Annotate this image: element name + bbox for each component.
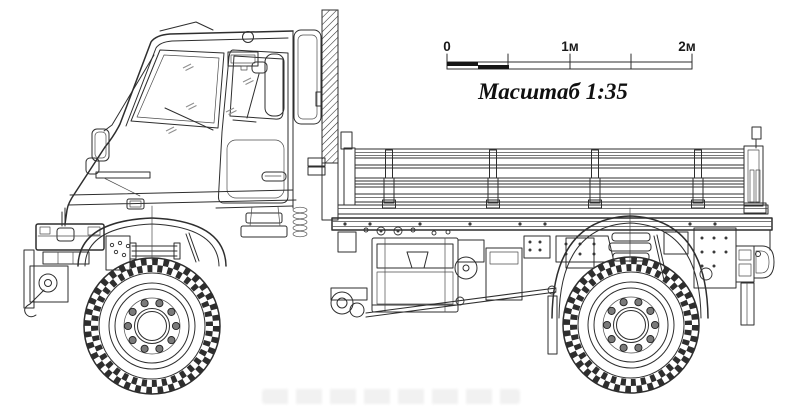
roof-antenna <box>242 31 254 43</box>
mud-flap <box>740 282 755 326</box>
interior-console <box>227 51 259 67</box>
winch-drum <box>38 273 58 293</box>
bottom-rail <box>354 193 745 203</box>
mirror-assembly <box>85 54 155 197</box>
air-reservoir <box>485 247 523 301</box>
door-rear-pane <box>264 53 285 117</box>
axle-bracket <box>105 235 131 271</box>
front-plate <box>23 249 35 309</box>
driveshaft <box>365 287 557 318</box>
cab-step-lower <box>240 225 288 238</box>
tow-coupling <box>753 245 775 279</box>
main-mirror <box>91 128 110 162</box>
rear-wheel <box>563 257 699 393</box>
rear-spring <box>611 232 651 242</box>
scale-bar: 0 1м 2м <box>443 39 696 70</box>
interior-brace <box>164 107 214 131</box>
rear-shock <box>653 234 668 281</box>
quarter-window <box>130 49 225 129</box>
rear-hitch <box>693 227 775 326</box>
scale-tick-label-1m: 1м <box>561 39 579 54</box>
scale-tick-label-2m: 2м <box>678 39 696 54</box>
winch-box <box>29 265 69 303</box>
tow-hook <box>24 289 45 318</box>
front-end <box>23 198 227 318</box>
cab-door <box>217 49 289 204</box>
front-wheel <box>84 258 220 394</box>
air-intake <box>293 29 322 125</box>
hood-vent <box>126 198 145 210</box>
cab-step-upper <box>245 212 283 224</box>
door-handle <box>261 171 287 182</box>
rear-marker <box>751 126 762 140</box>
seat-headrest <box>251 61 268 74</box>
cab <box>64 21 297 225</box>
headlight <box>56 227 75 242</box>
stake-posts <box>382 149 705 209</box>
pto-pulley <box>454 256 478 280</box>
seat-back <box>246 73 260 119</box>
bumper-step <box>42 251 90 265</box>
front-bumper <box>35 223 105 251</box>
sun-visor <box>159 21 214 32</box>
side-slats <box>354 177 745 188</box>
top-rail <box>354 148 745 159</box>
bed-floor <box>337 204 769 215</box>
rear-post <box>743 145 764 207</box>
door-lower-panel <box>226 139 285 199</box>
mirror-bracket <box>95 171 151 179</box>
headboard-stub <box>340 131 353 150</box>
wide-angle-mirror <box>85 157 100 175</box>
watermark <box>262 389 520 404</box>
scale-caption: Масштаб 1:35 <box>477 79 628 104</box>
door-window <box>229 55 284 120</box>
chassis <box>330 215 773 355</box>
exhaust-stack <box>240 9 339 238</box>
transfer-case <box>330 291 354 315</box>
front-shock <box>185 232 200 263</box>
scale-tick-label-0: 0 <box>443 39 451 54</box>
coil-spring <box>292 206 308 238</box>
cargo-bed <box>337 126 769 263</box>
frame-rail <box>331 217 773 231</box>
rear-fender <box>551 215 709 319</box>
front-stake <box>343 147 356 206</box>
